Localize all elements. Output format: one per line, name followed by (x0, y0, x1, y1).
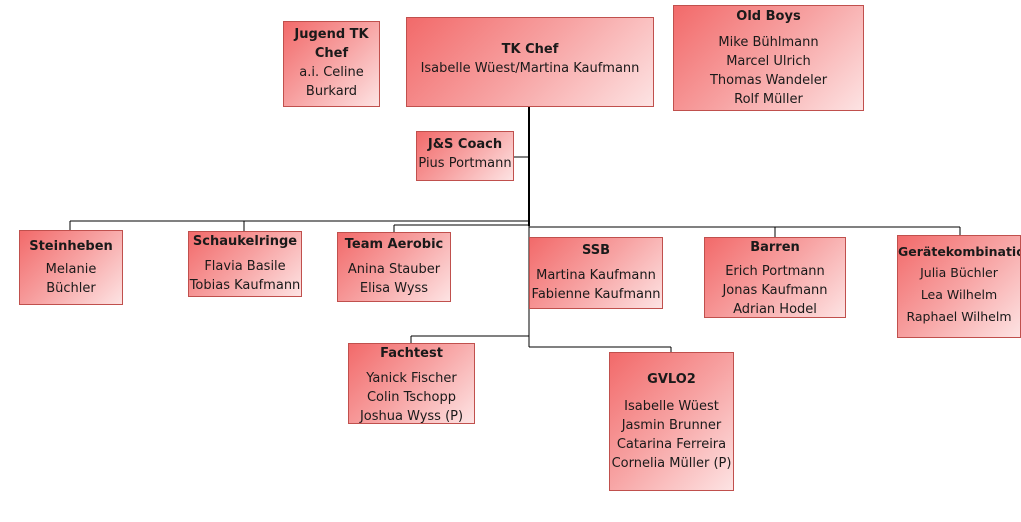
unit-member: Thomas Wandeler (709, 73, 828, 88)
unit-member: Tobias Kaufmann (189, 278, 301, 293)
unit-schaukelringe: Schaukelringe Flavia Basile Tobias Kaufm… (188, 231, 302, 297)
unit-member: Catarina Ferreira (616, 437, 727, 452)
unit-member: Mike Bühlmann (718, 35, 819, 50)
unit-member: Melanie (45, 262, 97, 277)
unit-title: Jugend TK Chef (294, 27, 369, 61)
unit-title: Steinheben (29, 239, 113, 254)
unit-member: Anina Stauber (347, 262, 441, 277)
unit-geraetekombination: Gerätekombination Julia Büchler Lea Wilh… (897, 235, 1021, 338)
unit-member: Jonas Kaufmann (722, 283, 828, 298)
unit-title: Gerätekombination (898, 244, 1021, 259)
unit-member: Raphael Wilhelm (906, 309, 1012, 324)
unit-member: Julia Büchler (920, 265, 998, 280)
unit-title: SSB (581, 243, 611, 258)
unit-team-aerobic: Team Aerobic Anina Stauber Elisa Wyss (337, 232, 451, 302)
unit-member: Isabelle Wüest/Martina Kaufmann (420, 61, 640, 76)
unit-member: Lea Wilhelm (920, 287, 998, 302)
unit-ssb: SSB Martina Kaufmann Fabienne Kaufmann (529, 237, 663, 309)
unit-title: GVLO2 (647, 372, 696, 387)
unit-member: Burkard (305, 84, 358, 99)
unit-member: Martina Kaufmann (536, 268, 656, 283)
unit-title: Team Aerobic (344, 237, 444, 252)
unit-title: TK Chef (501, 42, 559, 57)
unit-jugend-tk-chef: Jugend TK Chef a.i. Celine Burkard (283, 21, 380, 107)
unit-member: Rolf Müller (734, 92, 803, 107)
unit-steinheben: Steinheben Melanie Büchler (19, 230, 123, 305)
unit-member: a.i. Celine (299, 65, 364, 80)
unit-member: Isabelle Wüest (624, 399, 719, 414)
unit-title: Schaukelringe (192, 234, 298, 249)
unit-old-boys: Old Boys Mike Bühlmann Marcel Ulrich Tho… (673, 5, 864, 111)
unit-title: Old Boys (736, 9, 801, 24)
unit-gvlo2: GVLO2 Isabelle Wüest Jasmin Brunner Cata… (609, 352, 734, 491)
unit-js-coach: J&S Coach Pius Portmann (416, 131, 514, 181)
unit-member: Colin Tschopp (366, 390, 457, 405)
unit-title: J&S Coach (427, 137, 503, 152)
unit-member: Erich Portmann (725, 264, 825, 279)
unit-member: Yanick Fischer (366, 371, 457, 386)
unit-member: Jasmin Brunner (621, 418, 722, 433)
unit-member: Cornelia Müller (P) (611, 456, 732, 471)
unit-member: Marcel Ulrich (726, 54, 811, 69)
unit-member: Elisa Wyss (359, 281, 429, 296)
unit-title: Fachtest (380, 346, 443, 361)
unit-tk-chef: TK Chef Isabelle Wüest/Martina Kaufmann (406, 17, 654, 107)
unit-member: Flavia Basile (204, 259, 286, 274)
unit-title: Barren (750, 240, 800, 255)
unit-member: Büchler (46, 281, 96, 296)
unit-barren: Barren Erich Portmann Jonas Kaufmann Adr… (704, 237, 846, 318)
unit-fachtest: Fachtest Yanick Fischer Colin Tschopp Jo… (348, 343, 475, 424)
unit-member: Joshua Wyss (P) (359, 409, 464, 424)
unit-member: Adrian Hodel (733, 302, 817, 317)
unit-member: Pius Portmann (418, 156, 512, 171)
unit-member: Fabienne Kaufmann (531, 287, 661, 302)
